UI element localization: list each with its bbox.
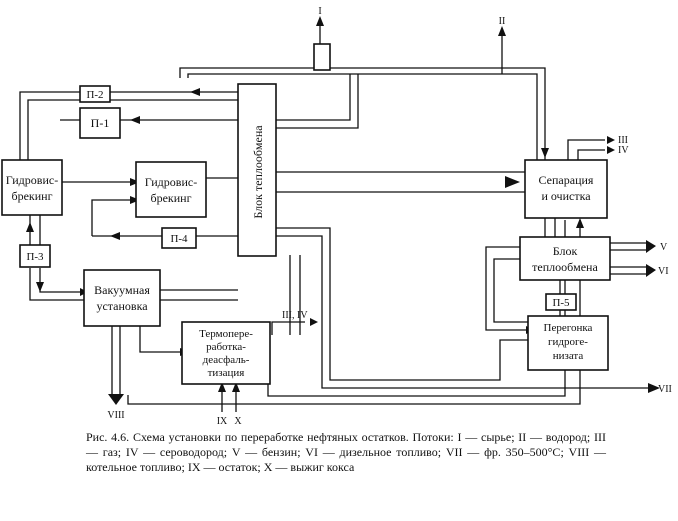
thermo-block: Термопере- работка- деасфаль- тизация [181, 321, 271, 385]
stream-VIII-label: VIII [107, 410, 124, 421]
stream-labels: I II III IV V VI VII VIII IX X III, IV [107, 6, 672, 427]
hydrogen-II-arrow [498, 26, 506, 36]
furnace-p4-label: П-4 [170, 233, 188, 245]
furnace-p2-label: П-2 [86, 89, 103, 101]
stream-VII-arrow [648, 383, 660, 393]
hydrovisbreaking-center-block: Гидровис- брекинг [135, 161, 207, 218]
stream-III-IV-label: III, IV [282, 310, 308, 321]
stream-VI-label: VI [658, 266, 669, 277]
separation-line1: Сепарация [539, 173, 594, 187]
stream-VIII-arrow [108, 394, 124, 405]
flow-lines [19, 22, 650, 412]
p1-loop-pipe [260, 74, 351, 121]
flow-arrows [26, 16, 660, 405]
p3-down-pipe2 [39, 268, 84, 293]
p3-down-arrow [36, 282, 44, 292]
stream-IV-arrow [607, 146, 615, 154]
hydrovisbreaking-center-line2: брекинг [150, 191, 191, 205]
stream-X-label: X [234, 416, 242, 427]
thermo-line1: Термопере- [199, 328, 253, 340]
stream-III-label: III [618, 135, 628, 146]
p2-left-pipe2 [27, 99, 80, 160]
stream-III-arrow [607, 136, 615, 144]
heat-exchange-main-label: Блок теплообмена [251, 125, 265, 219]
thermo-line4: тизация [208, 367, 245, 379]
stream-V-arrow [646, 240, 656, 253]
to-separation-arrow [541, 148, 549, 158]
right-loop-pipe2 [493, 258, 528, 323]
separation-block: Сепарация и очистка [524, 159, 608, 219]
hydrovisbreaking-left-block: Гидровис- брекинг [1, 159, 63, 216]
furnace-p1-label: П-1 [91, 116, 110, 130]
p2-left-pipe [19, 91, 80, 160]
furnace-p4: П-4 [161, 227, 197, 249]
p3-up-arrow [26, 222, 34, 232]
stream-VI-arrow [646, 264, 656, 277]
stream-X-arrow [232, 382, 240, 392]
p4-arrow [110, 232, 120, 240]
top-loop-pipe [179, 67, 546, 160]
vacuum-block: Вакуумная установка [83, 269, 161, 327]
vacuum-to-thermo-pipe [139, 326, 182, 353]
distillation-block: Перегонка гидроге- низата [527, 315, 609, 371]
feed-I-block [313, 43, 331, 71]
furnace-p3: П-3 [19, 244, 51, 268]
heat-exchange-right-block: Блок теплообмена [519, 236, 611, 281]
bottom-return-pipe [127, 220, 581, 405]
heat-exchange-main-block: Блок теплообмена [237, 83, 277, 257]
hydrovisbreaking-center-line1: Гидровис- [145, 175, 197, 189]
stream-IV-label: IV [618, 145, 629, 156]
bottom-loop-pipe [276, 227, 528, 381]
p2-arrow [190, 88, 200, 96]
process-flow-diagram: Блок теплообмена Гидровис- брекинг Гидро… [1, 6, 672, 427]
stream-VII-label: VII [658, 384, 672, 395]
stream-I-label: I [318, 6, 321, 17]
separation-line2: и очистка [541, 189, 591, 203]
stream-VII-pipe [276, 235, 650, 389]
distillation-line3: низата [553, 350, 584, 362]
furnace-p5: П-5 [545, 293, 577, 311]
vacuum-line1: Вакуумная [94, 283, 150, 297]
stream-IX-label: IX [217, 416, 228, 427]
thermo-line2: работка- [206, 341, 246, 353]
stream-V-label: V [660, 242, 668, 253]
stream-IX-arrow [218, 382, 226, 392]
hydrovisbreaking-left-line2: брекинг [11, 189, 52, 203]
thermo-line3: деасфаль- [203, 354, 250, 366]
stream-III-IV-arrow [310, 318, 318, 326]
furnace-p3-label: П-3 [26, 251, 44, 263]
p4-return-pipe [91, 199, 132, 236]
left-to-center-arrow [130, 178, 140, 186]
furnace-p5-label: П-5 [552, 297, 570, 309]
return-arrow [576, 218, 584, 228]
heat-exchange-right-line2: теплообмена [532, 260, 598, 274]
p3-down-pipe [29, 268, 84, 301]
to-separation-main-arrow [505, 176, 520, 188]
figure-caption-text: Рис. 4.6. Схема установки по переработке… [86, 430, 609, 474]
stream-III-pipe [567, 139, 605, 160]
right-loop-pipe [485, 246, 528, 331]
vacuum-line2: установка [96, 299, 148, 313]
heat-exchange-right-line1: Блок [553, 244, 578, 258]
stream-II-label: II [499, 16, 506, 27]
distillation-line2: гидроге- [548, 336, 588, 348]
furnace-p2: П-2 [79, 85, 111, 103]
furnace-p1: П-1 [79, 107, 121, 139]
hydrovisbreaking-left-line1: Гидровис- [6, 173, 58, 187]
p4-return-arrow [130, 196, 140, 204]
stream-IV-pipe [577, 149, 605, 160]
p1-arrow [130, 116, 140, 124]
distillation-line1: Перегонка [544, 322, 593, 334]
feed-I-arrow [316, 16, 324, 26]
top-loop-pipe-inner [187, 73, 538, 160]
p1-loop-pipe2 [260, 74, 359, 129]
figure-caption: Рис. 4.6. Схема установки по переработке… [86, 430, 606, 475]
stream-III-IV-pipe [271, 321, 305, 335]
